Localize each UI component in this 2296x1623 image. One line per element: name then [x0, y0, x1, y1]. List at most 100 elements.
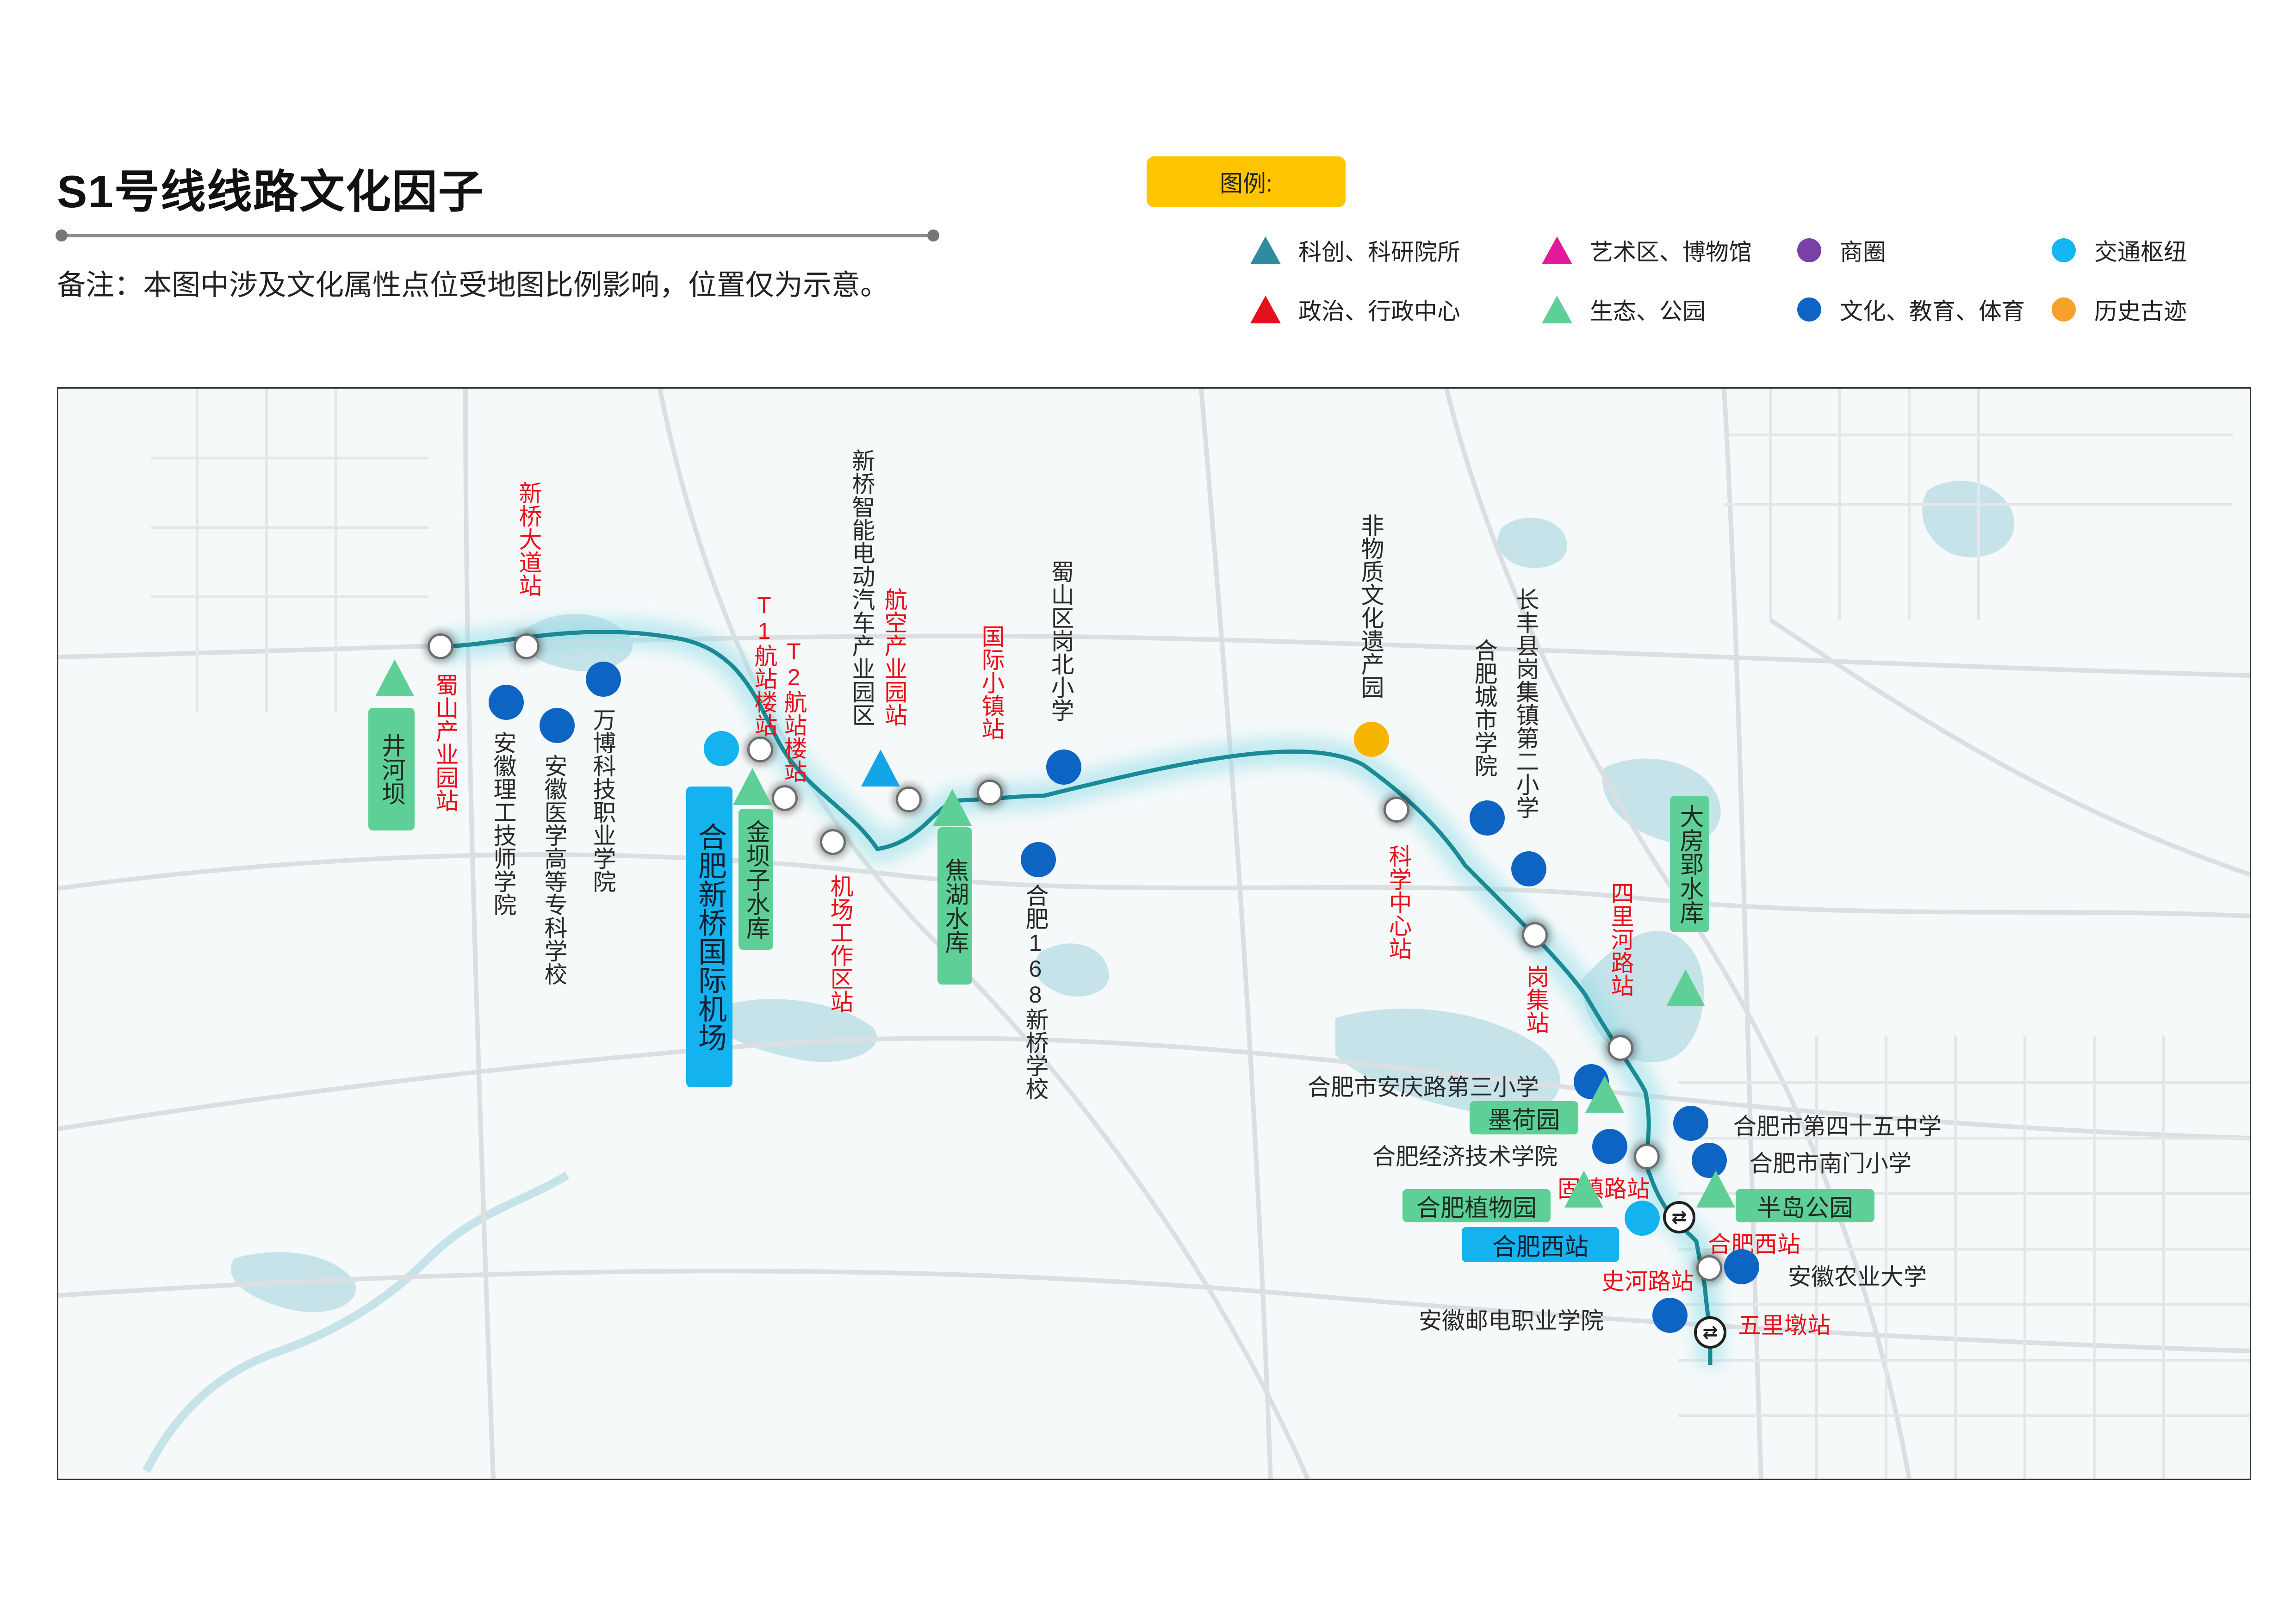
station-node-shushan[interactable] — [428, 633, 453, 659]
station-label: 科学中心站 — [1385, 844, 1412, 960]
legend-item-transit: 交通枢纽 — [2050, 234, 2187, 267]
poi-heritage[interactable] — [1354, 722, 1389, 757]
poi-label: 安徽医学高等专科学校 — [541, 754, 567, 985]
station-node-t2[interactable] — [772, 785, 798, 811]
triangle-icon — [1542, 236, 1572, 264]
poi-label: 合肥168新桥学校 — [1022, 884, 1049, 1100]
triangle-icon — [1542, 296, 1572, 323]
map-basemap — [58, 389, 2250, 1479]
station-label: 航空产业园站 — [881, 588, 907, 726]
station-label: 四里河路站 — [1607, 881, 1634, 997]
station-node-xinqiao[interactable] — [514, 633, 540, 659]
station-node-t1[interactable] — [747, 737, 773, 762]
map-frame[interactable]: ⇄ ⇄ 蜀山产业园站 新桥大道站 T1航站楼站 T2航站楼站 机场工作区站 航空… — [57, 387, 2251, 1480]
station-label: 新桥大道站 — [515, 481, 542, 597]
triangle-icon — [1250, 296, 1281, 323]
poi-ecology[interactable] — [375, 659, 414, 696]
station-label: 机场工作区站 — [827, 874, 853, 1013]
legend-item-heritage: 历史古迹 — [2050, 293, 2187, 326]
poi-education[interactable] — [1470, 800, 1505, 836]
legend-label: 历史古迹 — [2094, 298, 2187, 324]
poi-label: 合肥经济技术学院 — [1372, 1144, 1558, 1170]
poi-ecology[interactable] — [733, 768, 772, 805]
poi-education[interactable] — [1046, 750, 1081, 785]
circle-icon — [1797, 238, 1821, 262]
urban-grid — [151, 389, 2250, 1479]
poi-ecology[interactable] — [1585, 1076, 1624, 1113]
poi-label: 合肥市南门小学 — [1750, 1151, 1911, 1177]
poi-ecology[interactable] — [1666, 969, 1705, 1006]
green-box: 墨荷园 — [1470, 1101, 1578, 1134]
station-label: 五里墩站 — [1738, 1313, 1831, 1338]
blue-box-airport: 合肥新桥国际机场 — [686, 787, 732, 1087]
station-node-silihe[interactable] — [1607, 1035, 1633, 1061]
legend-item-ecology: 生态、公园 — [1541, 293, 1706, 326]
road-network — [58, 389, 2250, 1479]
note-text: 备注：本图中涉及文化属性点位受地图比例影响，位置仅为示意。 — [57, 269, 889, 301]
page-title: S1号线线路文化因子 — [57, 166, 484, 217]
poi-label: 合肥城市学院 — [1471, 638, 1497, 777]
poi-label: 非物质文化遗产园 — [1358, 514, 1384, 699]
poi-education[interactable] — [1511, 851, 1546, 886]
poi-label: 合肥市安庆路第三小学 — [1308, 1074, 1539, 1100]
title-divider — [60, 234, 933, 237]
station-label: 岗集站 — [1523, 965, 1549, 1034]
station-node-jichang[interactable] — [820, 829, 846, 855]
poi-label: 长丰县岗集镇第二小学 — [1513, 588, 1539, 819]
legend-label: 科创、科研院所 — [1298, 239, 1460, 265]
circle-icon — [2052, 297, 2076, 322]
blue-box-station: 合肥西站 — [1462, 1227, 1619, 1262]
transfer-icon-wulidun[interactable]: ⇄ — [1694, 1316, 1726, 1349]
poi-education[interactable] — [1724, 1249, 1759, 1284]
green-box: 焦湖水库 — [937, 827, 972, 985]
station-node-guzhen[interactable] — [1634, 1144, 1660, 1170]
station-label: 史河路站 — [1601, 1269, 1694, 1295]
poi-label: 蜀山区岗北小学 — [1048, 560, 1074, 722]
circle-icon — [2052, 238, 2076, 262]
poi-education[interactable] — [1673, 1106, 1708, 1141]
poi-label: 安徽邮电职业学院 — [1419, 1308, 1604, 1334]
circle-icon — [1797, 297, 1821, 322]
station-node-shihe[interactable] — [1696, 1255, 1722, 1281]
transfer-icon-hefeixi[interactable]: ⇄ — [1663, 1201, 1695, 1233]
poi-transit[interactable] — [1625, 1201, 1660, 1236]
poi-education[interactable] — [1021, 842, 1056, 877]
legend-item-commerce: 商圈 — [1795, 234, 1886, 267]
poi-ecology[interactable] — [1564, 1171, 1603, 1208]
green-box: 合肥植物园 — [1402, 1189, 1551, 1222]
green-box: 金坝子水库 — [738, 809, 773, 950]
poi-label: 新桥智能电动汽车产业园区 — [849, 449, 875, 726]
divider-dot-right — [927, 229, 939, 242]
legend-item-government: 政治、行政中心 — [1249, 293, 1460, 326]
poi-education[interactable] — [540, 708, 575, 743]
station-label: 蜀山产业园站 — [432, 673, 459, 812]
station-node-gangji[interactable] — [1522, 922, 1548, 948]
metro-line — [440, 630, 1713, 1365]
station-label: T2航站楼站 — [781, 638, 807, 783]
poi-ecology[interactable] — [1696, 1171, 1735, 1208]
poi-science[interactable] — [861, 750, 900, 787]
green-box: 井河坝 — [368, 708, 415, 830]
poi-education[interactable] — [1652, 1298, 1688, 1333]
poi-education[interactable] — [586, 662, 621, 697]
legend-label: 文化、教育、体育 — [1840, 298, 2025, 324]
poi-education[interactable] — [1592, 1129, 1627, 1164]
legend-item-education: 文化、教育、体育 — [1795, 293, 2025, 326]
station-node-guoji[interactable] — [977, 780, 1003, 805]
water-bodies — [230, 481, 2015, 1313]
poi-label: 万博科技职业学院 — [590, 708, 616, 893]
poi-ecology[interactable] — [933, 789, 972, 826]
poi-transit[interactable] — [704, 731, 739, 766]
legend-item-science: 科创、科研院所 — [1249, 234, 1460, 267]
legend-label: 交通枢纽 — [2094, 239, 2187, 265]
station-node-kexue[interactable] — [1384, 797, 1409, 823]
divider-dot-left — [56, 229, 68, 242]
poi-label: 安徽理工技师学院 — [490, 731, 516, 916]
poi-label: 合肥市第四十五中学 — [1733, 1114, 1942, 1140]
legend-item-art: 艺术区、博物馆 — [1541, 234, 1752, 267]
poi-education[interactable] — [489, 685, 524, 720]
station-node-hangkong[interactable] — [896, 787, 922, 812]
legend-label: 商圈 — [1840, 239, 1886, 265]
station-label: 合肥西站 — [1708, 1232, 1800, 1258]
green-box: 半岛公园 — [1736, 1189, 1874, 1222]
